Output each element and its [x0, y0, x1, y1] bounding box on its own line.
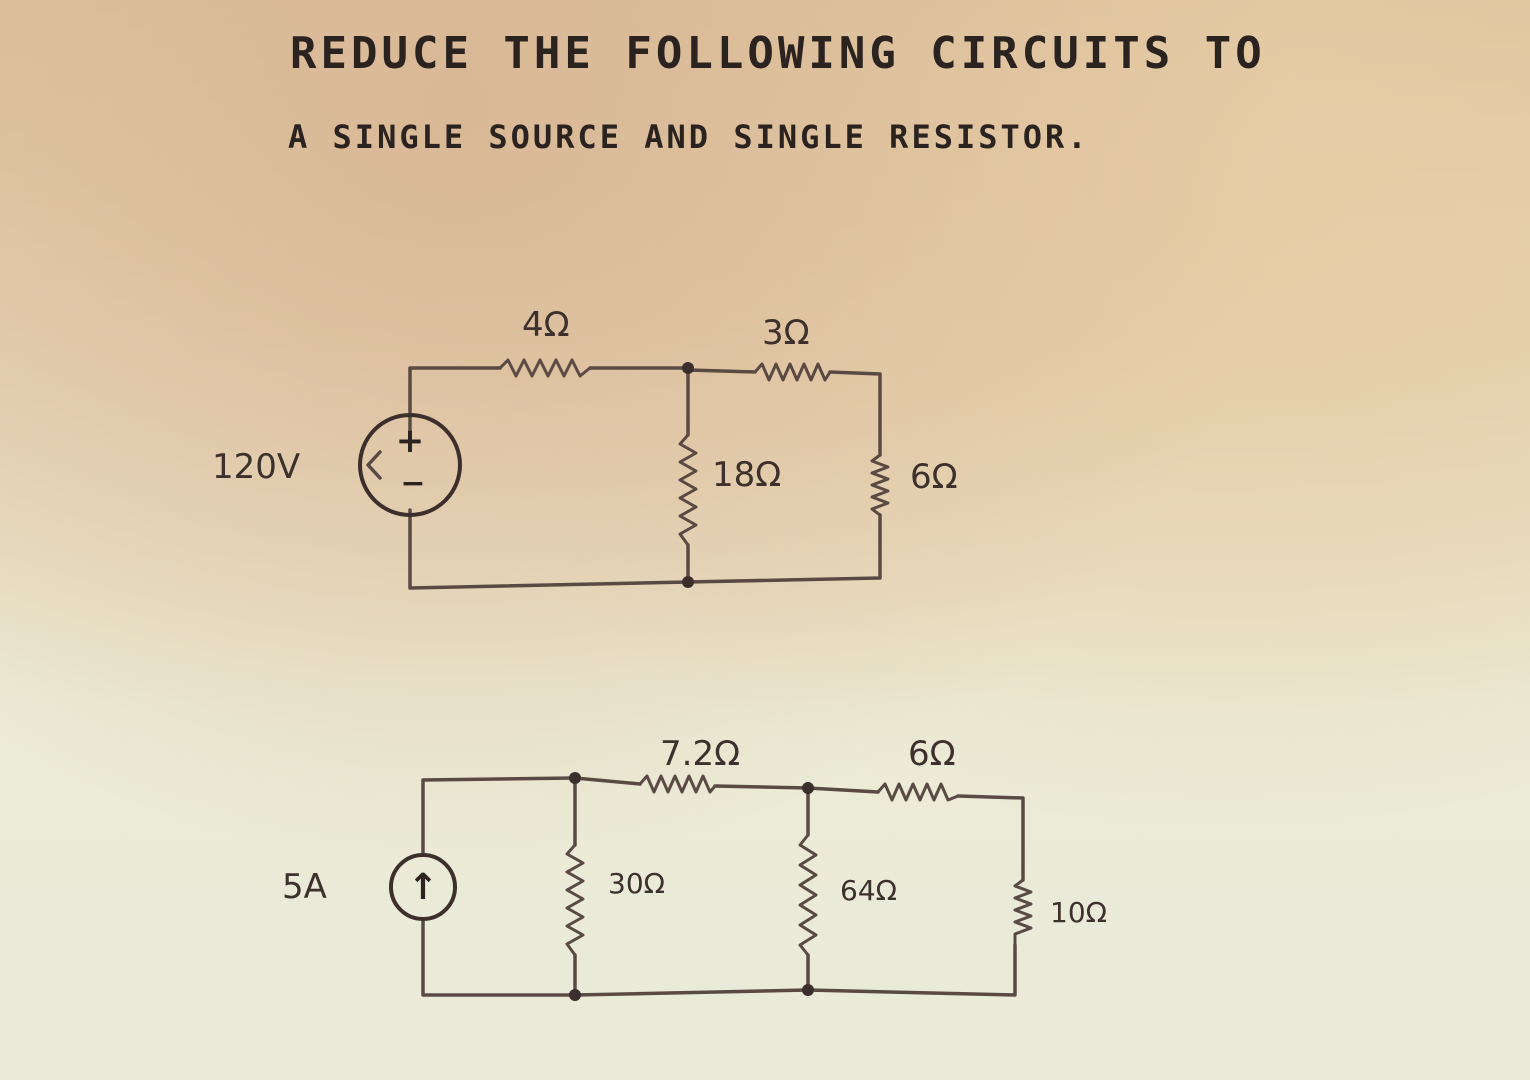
c1-voltage-source: + −: [358, 413, 462, 517]
c2-node-top-2: [802, 782, 814, 794]
c2-resistor-10: [1013, 878, 1033, 945]
c2-wire-bottom: [421, 918, 1017, 997]
c1-wire-top-right-a: [686, 368, 757, 374]
c1-wire-bottom: [408, 508, 882, 590]
c2-wire-top-c: [806, 786, 880, 794]
c2-resistor-64: [798, 834, 818, 956]
circuit-1: + − 120V 4Ω 3Ω 18Ω 6Ω: [212, 305, 958, 590]
c2-resistor-30: [565, 844, 585, 956]
title-line-1: REDUCE THE FOLLOWING CIRCUITS TO: [290, 28, 1266, 79]
c2-node-top-1: [569, 772, 581, 784]
c2-node-bottom-1: [569, 989, 581, 1001]
c1-resistor-3: [753, 362, 832, 382]
c2-current-source-circle: [389, 853, 457, 921]
c1-wire-top-right-b: [828, 370, 882, 457]
c1-plus-sign: +: [396, 421, 425, 461]
up-arrow-icon: ↑: [408, 867, 438, 908]
c1-voltage-source-circle: [358, 413, 462, 517]
c1-node-bottom: [682, 576, 694, 588]
c1-wire-top-left: [408, 366, 502, 447]
c2-resistor-30-label: 30Ω: [608, 867, 665, 900]
c2-wire-top-a: [573, 776, 642, 786]
c2-current-source: ↑: [389, 853, 457, 921]
c2-resistor-64-label: 64Ω: [840, 874, 897, 907]
c2-resistor-7-2: [638, 774, 717, 794]
c2-resistor-6: [876, 782, 959, 802]
c1-minus-sign: −: [400, 466, 425, 501]
c1-resistor-6-label: 6Ω: [910, 457, 958, 497]
c2-node-bottom-2: [802, 984, 814, 996]
c1-source-label: 120V: [212, 447, 300, 487]
c2-resistor-10-label: 10Ω: [1050, 896, 1107, 929]
c2-resistor-7-2-label: 7.2Ω: [660, 734, 740, 774]
c2-wire-top-left: [421, 776, 577, 857]
c2-wire-top-d: [956, 794, 1025, 882]
c1-node-top: [682, 362, 694, 374]
circuit-2: ↑ 5A 7.2Ω 6Ω 30Ω 64Ω 10Ω: [282, 734, 1107, 1001]
c1-resistor-6: [870, 453, 890, 517]
c1-resistor-3-label: 3Ω: [762, 313, 810, 353]
c1-resistor-18: [678, 434, 698, 546]
c1-resistor-4: [498, 358, 591, 378]
c2-source-label: 5A: [282, 867, 327, 907]
title-line-2: A SINGLE SOURCE AND SINGLE RESISTOR.: [288, 118, 1090, 156]
c2-wire-top-b: [713, 784, 810, 790]
c1-resistor-18-label: 18Ω: [712, 455, 781, 495]
c2-resistor-6-label: 6Ω: [908, 734, 956, 774]
c1-voltage-source-mark: [366, 450, 382, 480]
c1-resistor-4-label: 4Ω: [522, 305, 570, 345]
